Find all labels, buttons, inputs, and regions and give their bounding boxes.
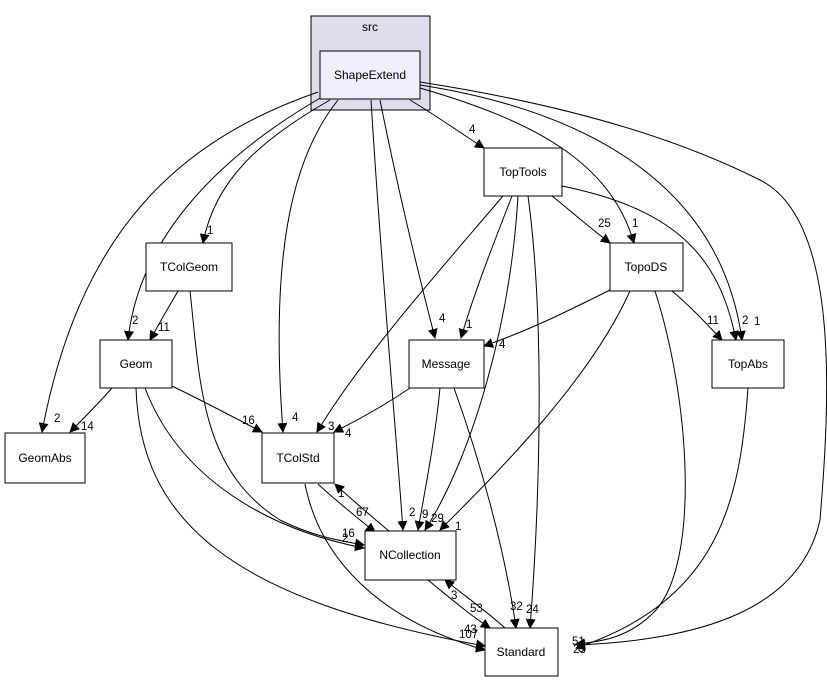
- node-tcolgeom[interactable]: TColGeom: [145, 242, 233, 292]
- edge-label: 2: [742, 315, 748, 327]
- edge-geom-tcolstd: [171, 385, 263, 433]
- node-shapeextend[interactable]: ShapeExtend: [319, 50, 421, 100]
- edge-label: 3: [451, 590, 457, 602]
- edge-label: 107: [459, 629, 478, 641]
- edge-label: 4: [439, 313, 446, 325]
- node-standard[interactable]: Standard: [484, 627, 559, 677]
- edge-geom-geomabs: [69, 387, 113, 433]
- edge-shapeextend-toptools: [409, 99, 485, 149]
- edge-label: 1: [466, 319, 472, 331]
- node-label: Standard: [497, 645, 546, 659]
- edge-label: 2: [132, 315, 138, 327]
- node-tcolstd[interactable]: TColStd: [261, 432, 335, 484]
- edge-label: 1: [754, 316, 760, 328]
- edge-tcolgeom-geom: [149, 290, 179, 341]
- node-geomabs[interactable]: GeomAbs: [4, 432, 86, 484]
- edge-label: 43: [464, 624, 477, 636]
- edge-shapeextend-topabs: [419, 84, 746, 341]
- edge-tcolstd-ncollection: [317, 483, 376, 533]
- edge-geom-standard: [135, 387, 486, 650]
- edge-shapeextend-geom: [124, 96, 323, 341]
- edge-shapeextend-ncollection: [370, 99, 408, 531]
- edge-label: 16: [342, 528, 355, 540]
- node-label: ShapeExtend: [334, 68, 406, 82]
- edge-label: 23: [573, 644, 586, 656]
- edge-toptools-ncollection: [424, 195, 519, 531]
- node-label: TopTools: [499, 165, 546, 179]
- cluster-src-label: src: [362, 20, 378, 34]
- edge-toptools-tcolstd: [316, 195, 504, 433]
- node-geom[interactable]: Geom: [99, 339, 173, 389]
- edge-label: 32: [510, 601, 523, 613]
- node-message[interactable]: Message: [408, 339, 485, 389]
- edge-topods-message: [483, 289, 611, 348]
- edge-label: 4: [345, 428, 352, 440]
- edge-ncollection-standard: [427, 579, 491, 629]
- edge-label: 2: [342, 533, 348, 545]
- edge-label: 25: [598, 218, 611, 230]
- edge-label: 1: [632, 218, 638, 230]
- node-ncollection[interactable]: NCollection: [364, 530, 457, 581]
- edge-toptools-message: [458, 195, 513, 339]
- edge-topods-ncollection: [439, 290, 631, 531]
- edge-topabs-standard: [575, 387, 749, 650]
- edge-shapeextend-message: [379, 99, 438, 339]
- edge-shapeextend-standard: [419, 81, 827, 650]
- edge-ncollection-tcolstd: [334, 483, 391, 533]
- node-label: TColStd: [276, 451, 319, 465]
- edge-labels: 4 1 2 2 4 4 1 2 1 23 25 1 3 29 24 11 4 1…: [54, 124, 760, 656]
- edge-label: 16: [242, 415, 255, 427]
- node-label: GeomAbs: [18, 451, 71, 465]
- edge-topods-topabs: [671, 290, 723, 341]
- edge-label: 4: [292, 412, 299, 424]
- edge-toptools-standard: [525, 195, 540, 629]
- edge-geom-ncollection: [144, 387, 365, 552]
- node-topabs[interactable]: TopAbs: [711, 339, 785, 389]
- nodes: ShapeExtend TopTools TColGeom TopoDS Geo…: [4, 50, 785, 677]
- edge-label: 9: [422, 509, 428, 521]
- edge-label: 4: [469, 124, 476, 136]
- edge-label: 53: [470, 603, 483, 615]
- edge-topods-standard: [575, 290, 686, 649]
- edge-label: 3: [328, 421, 334, 433]
- edge-shapeextend-tcolstd: [277, 99, 339, 433]
- edge-label: 1: [338, 488, 344, 500]
- node-label: Message: [422, 357, 471, 371]
- edge-tcolgeom-ncollection: [189, 290, 365, 549]
- edge-label: 51: [572, 636, 585, 648]
- node-topods[interactable]: TopoDS: [609, 242, 684, 292]
- edge-shapeextend-geomabs: [38, 91, 319, 433]
- node-label: Geom: [120, 357, 153, 371]
- edge-label: 8: [578, 643, 584, 655]
- edge-label: 29: [431, 513, 444, 525]
- edge-label: 1: [207, 225, 213, 237]
- edge-message-tcolstd: [333, 387, 411, 433]
- edge-label: 14: [81, 421, 94, 433]
- edge-label: 2: [54, 413, 60, 425]
- edge-label: 67: [356, 507, 369, 519]
- node-label: TopAbs: [728, 357, 768, 371]
- edge-shapeextend-tcolgeom: [199, 99, 331, 244]
- edge-tcolstd-standard: [304, 483, 486, 653]
- edge-label: 4: [499, 339, 506, 351]
- edge-toptools-topods: [551, 195, 611, 244]
- edge-shapeextend-topods: [419, 87, 637, 244]
- edge-message-ncollection: [414, 387, 441, 531]
- edge-standard-ncollection: [444, 579, 506, 629]
- edge-toptools-topabs: [561, 185, 740, 341]
- edge-label: 11: [158, 322, 170, 334]
- node-label: TColGeom: [160, 260, 218, 274]
- edge-message-standard: [453, 387, 520, 629]
- node-toptools[interactable]: TopTools: [483, 147, 563, 197]
- edge-label: 2: [409, 507, 415, 519]
- edges: [38, 81, 827, 653]
- node-label: TopoDS: [625, 260, 668, 274]
- edge-label: 24: [526, 604, 539, 616]
- edge-label: 11: [707, 315, 719, 327]
- edge-label: 1: [455, 521, 461, 533]
- node-label: NCollection: [379, 548, 440, 562]
